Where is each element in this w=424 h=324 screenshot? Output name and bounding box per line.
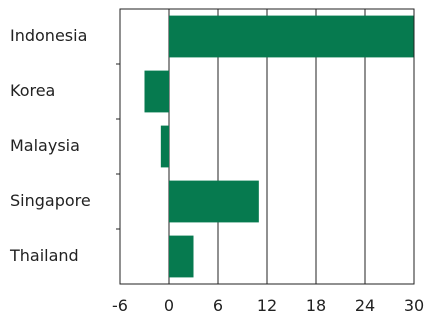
plot-frame [119, 8, 415, 285]
bar-thailand [169, 235, 194, 278]
x-tick-label-3: 12 [257, 296, 277, 315]
axis-layer [116, 8, 415, 285]
bar-korea [144, 70, 169, 113]
category-label-malaysia: Malaysia [10, 136, 80, 155]
bar-layer [144, 15, 414, 278]
bar-malaysia [160, 125, 169, 168]
bar-singapore [169, 180, 259, 223]
category-label-indonesia: Indonesia [10, 26, 87, 45]
x-tick-label-0: -6 [112, 296, 128, 315]
x-tick-label-2: 6 [213, 296, 223, 315]
bar-indonesia [169, 15, 414, 58]
category-label-korea: Korea [10, 81, 55, 100]
category-label-singapore: Singapore [10, 191, 91, 210]
category-label-thailand: Thailand [9, 246, 79, 265]
x-tick-label-1: 0 [164, 296, 174, 315]
x-tick-label-4: 18 [306, 296, 326, 315]
x-tick-label-5: 24 [355, 296, 375, 315]
x-tick-label-6: 30 [404, 296, 424, 315]
